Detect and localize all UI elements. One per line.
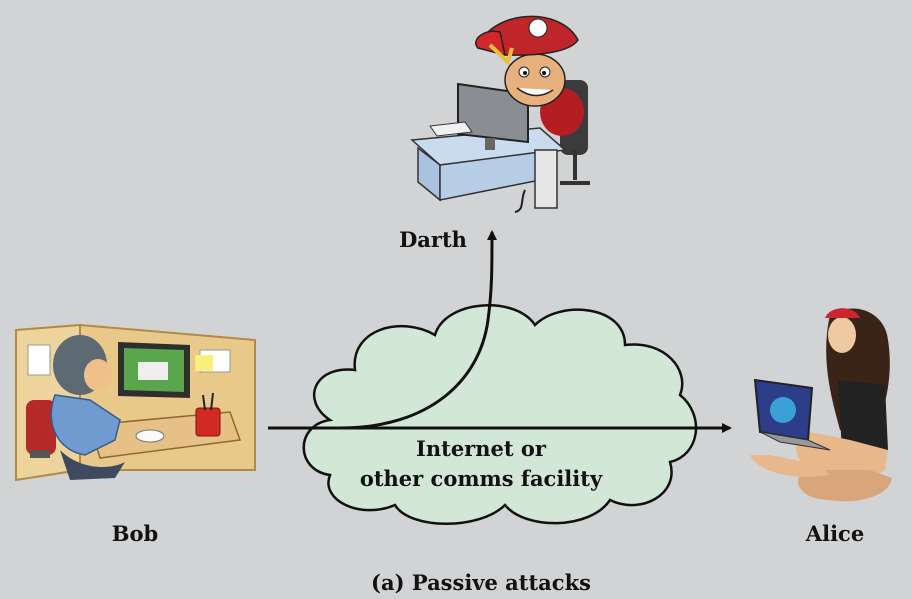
network-cloud xyxy=(302,304,698,525)
network-label-line2: other comms facility xyxy=(360,466,603,491)
alice-illustration xyxy=(750,308,892,502)
diagram-caption: (a) Passive attacks xyxy=(371,570,591,595)
bob-illustration xyxy=(15,323,256,482)
network-label-line1: Internet or xyxy=(416,436,547,461)
bob-label: Bob xyxy=(112,521,158,546)
eavesdrop-arrow xyxy=(339,230,497,430)
darth-label: Darth xyxy=(399,227,467,252)
darth-illustration xyxy=(410,15,590,213)
alice-label: Alice xyxy=(805,521,864,546)
